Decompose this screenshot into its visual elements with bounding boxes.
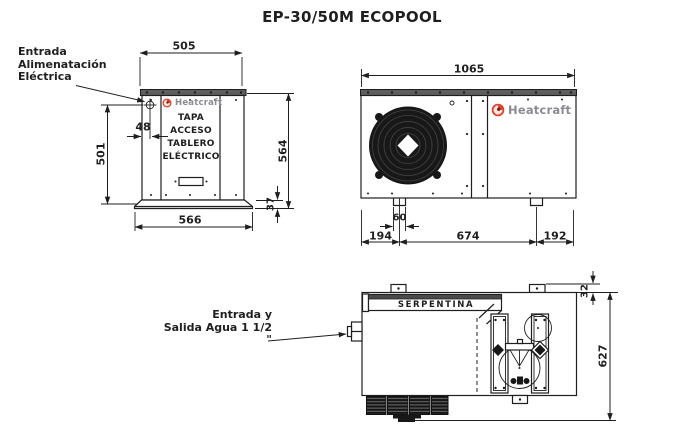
panel-access-line3: TABLERO [167, 139, 215, 149]
dim-depth-label: 627 [596, 344, 610, 368]
panel-access-line2: ACCESO [170, 126, 212, 136]
heatcraft-logo-icon [491, 103, 505, 117]
power-entry-note: Entrada Alimenatación Eléctrica [18, 45, 107, 84]
brand-logo-front: Heatcraft [491, 103, 571, 117]
power-entry-note-line3: Eléctrica [18, 70, 72, 83]
dim-right-foot-offset-label: 192 [543, 229, 567, 243]
panel-access-line4: ELÉCTRICO [162, 152, 220, 162]
front-view-cap-screws [366, 91, 573, 94]
side-view-drawing [133, 89, 254, 210]
dim-entry-height-label: 501 [94, 142, 108, 166]
dim-foot-spacing-label: 674 [456, 229, 480, 243]
fan-grille [369, 106, 447, 185]
screw-hole [449, 100, 455, 106]
dim-top-width-label: 505 [172, 39, 196, 53]
panel-access-line1: TAPA [178, 113, 204, 123]
dim-foot-protrusion-label: 32 [579, 284, 591, 298]
dim-foot-width-label: 60 [392, 212, 407, 224]
heatcraft-logo-icon [162, 98, 172, 108]
panel-handle [174, 176, 208, 187]
top-view-drawing [346, 283, 578, 422]
panel-access-label: TAPA ACCESO TABLERO ELÉCTRICO [162, 112, 219, 164]
dim-body-height-label: 564 [276, 139, 289, 163]
water-entry-note: Entrada y Salida Agua 1 1/2 " [156, 308, 272, 347]
drawing-title: EP-30/50M ECOPOOL [262, 8, 442, 26]
side-view-cap-screws [145, 91, 243, 94]
front-view-drawing [360, 89, 577, 207]
dim-base-height-label: 37 [265, 197, 277, 211]
bottom-grille [366, 396, 449, 422]
power-entry-symbol [143, 98, 157, 139]
brand-logo-side-text: Heatcraft [175, 98, 223, 108]
compressor-assembly [490, 313, 552, 394]
top-view-dimensions [267, 271, 618, 421]
serpentina-coil [361, 293, 503, 325]
power-entry-note-line2: Alimenatación [18, 57, 107, 71]
dim-base-width-label: 566 [178, 213, 202, 227]
power-entry-note-line1: Entrada [18, 45, 67, 58]
front-view-dimensions [361, 69, 575, 246]
side-view-dimensions [75, 50, 294, 231]
water-connection-stub [346, 321, 363, 342]
dim-entry-offset-label: 48 [135, 120, 151, 134]
water-entry-note-line1: Entrada y [212, 308, 272, 321]
dim-left-foot-offset-label: 194 [369, 229, 392, 243]
front-view-screws [367, 98, 567, 195]
brand-logo-front-text: Heatcraft [508, 103, 572, 117]
brand-logo-side: Heatcraft [162, 98, 222, 108]
dim-total-width-label: 1065 [453, 62, 485, 76]
serpentina-label: SERPENTINA [397, 300, 475, 310]
water-entry-note-line2: Salida Agua 1 1/2 " [163, 320, 272, 346]
